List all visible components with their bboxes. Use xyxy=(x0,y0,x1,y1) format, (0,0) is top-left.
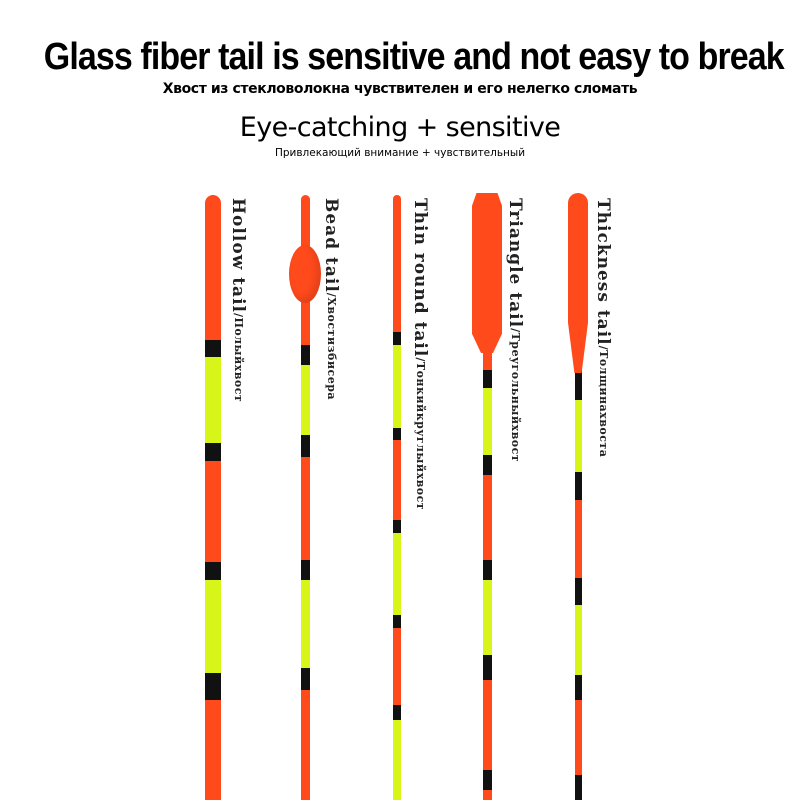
float-segment xyxy=(482,340,492,370)
page-title-row: Glass fiber tail is sensitive and not ea… xyxy=(0,38,800,76)
float-segment xyxy=(574,500,582,578)
float-label-hollow: Hollow tail/Полыйхвост xyxy=(228,198,248,403)
float-segment xyxy=(482,560,492,580)
float-segment xyxy=(574,472,582,500)
float-segment xyxy=(482,388,492,455)
float-segment xyxy=(393,440,401,520)
float-segment xyxy=(393,628,401,705)
float-segment xyxy=(393,332,401,345)
float-label-thin-round: Thin round tail/Тонкийкруглыйхвост xyxy=(410,198,430,511)
float-segment xyxy=(205,461,221,562)
float-segment xyxy=(574,578,582,605)
float-segment xyxy=(205,562,221,580)
float-segment xyxy=(574,605,582,675)
float-label-triangle: Triangle tail/Треугольныйхвост xyxy=(505,198,525,463)
float-segment xyxy=(482,680,492,770)
float-triangle-head xyxy=(472,193,502,353)
float-segment xyxy=(205,673,221,700)
page-title: Glass fiber tail is sensitive and not ea… xyxy=(43,36,785,78)
float-segment xyxy=(574,370,582,400)
float-bead xyxy=(289,245,321,303)
float-segment xyxy=(393,428,401,440)
subtitle: Eye-catching + sensitive xyxy=(239,112,561,143)
float-segment xyxy=(574,775,582,800)
float-segment xyxy=(205,443,221,461)
float-segment xyxy=(393,533,401,615)
float-segment xyxy=(482,770,492,790)
float-segment xyxy=(300,457,310,560)
float-segment xyxy=(205,195,221,340)
float-segment xyxy=(393,195,401,332)
subtitle-ru: Привлекающий внимание + чувствительный xyxy=(274,147,526,159)
float-label-thickness: Thickness tail/Толщинахвоста xyxy=(593,198,613,458)
float-thick-head xyxy=(568,193,588,373)
float-segment xyxy=(393,705,401,720)
float-segment xyxy=(482,790,492,800)
float-segment xyxy=(482,455,492,475)
float-segment xyxy=(300,560,310,580)
float-segment xyxy=(393,345,401,428)
float-segment xyxy=(205,580,221,673)
float-segment xyxy=(482,580,492,655)
float-segment xyxy=(574,675,582,700)
float-segment xyxy=(574,700,582,775)
float-segment xyxy=(300,345,310,365)
float-segment xyxy=(205,700,221,800)
float-segment xyxy=(205,340,221,357)
float-segment xyxy=(300,668,310,690)
float-segment xyxy=(482,475,492,560)
float-segment xyxy=(300,365,310,435)
float-segment xyxy=(482,370,492,388)
float-segment xyxy=(393,520,401,533)
float-label-bead: Bead tail/Хвостизбисера xyxy=(321,198,341,401)
float-segment xyxy=(300,580,310,668)
float-segment xyxy=(393,720,401,800)
float-segment xyxy=(300,435,310,457)
float-segment xyxy=(205,357,221,443)
float-segment xyxy=(300,690,310,800)
page-title-ru: Хвост из стекловолокна чувствителен и ег… xyxy=(162,81,638,97)
float-segment xyxy=(574,400,582,472)
float-segment xyxy=(482,655,492,680)
float-segment xyxy=(393,615,401,628)
